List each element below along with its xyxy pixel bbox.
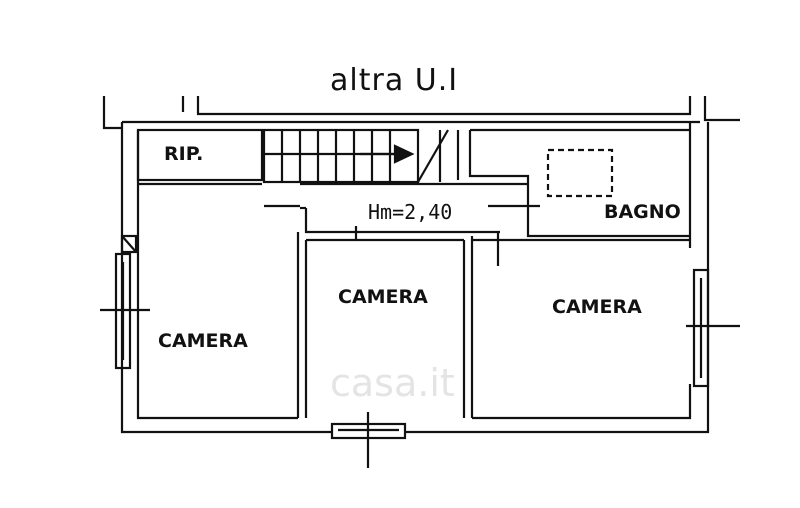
room-label-rip: RIP. bbox=[164, 143, 203, 165]
room-label-camera-center: CAMERA bbox=[338, 286, 428, 308]
room-label-bagno: BAGNO bbox=[604, 201, 681, 223]
neighbor-unit-label: altra U.I bbox=[330, 63, 458, 98]
room-label-camera-right: CAMERA bbox=[552, 296, 642, 318]
walls bbox=[100, 96, 740, 468]
ceiling-height-label: Hm=2,40 bbox=[368, 200, 452, 224]
watermark-text: casa.it bbox=[330, 361, 455, 405]
room-label-camera-left: CAMERA bbox=[158, 330, 248, 352]
